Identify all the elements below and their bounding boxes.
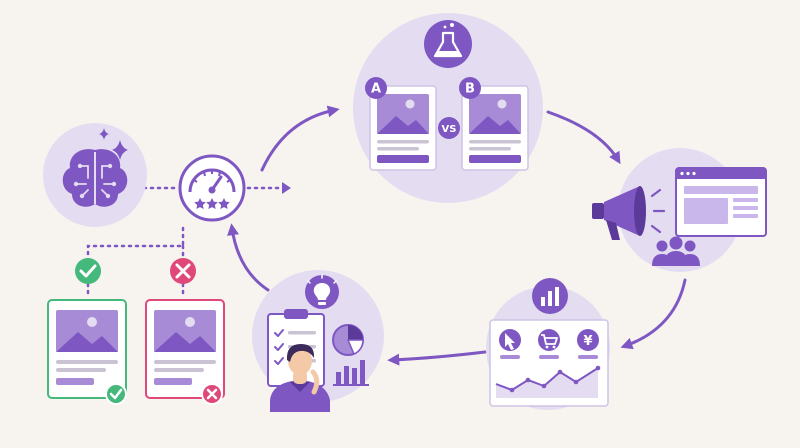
ai-analysis-node [43, 123, 147, 227]
star-icon [218, 198, 230, 209]
variant-a-badge-circle [365, 77, 387, 99]
variant-b-card [461, 85, 529, 171]
cross-icon [201, 383, 223, 405]
ai-brain-icon [62, 149, 128, 207]
yen-icon: ¥ [577, 329, 599, 351]
ab-test-node: A B VS [353, 13, 543, 203]
star-icon [194, 198, 206, 209]
versus-label: VS [442, 124, 457, 135]
pie-chart-icon [332, 324, 364, 356]
image-icon [469, 94, 521, 134]
browser-window-icon [675, 167, 767, 237]
analytics-node: ¥ [486, 278, 610, 410]
review-insights-node [252, 270, 384, 412]
arrow-to-review [387, 350, 487, 366]
bar-chart-icon [333, 360, 369, 386]
versus-badge-circle [438, 117, 460, 139]
rating-gauge-node [178, 154, 246, 222]
variant-a-card [369, 85, 437, 171]
variant-a-badge: A [371, 82, 381, 97]
variant-b-badge-circle [459, 77, 481, 99]
arrow-to-rating [227, 223, 270, 292]
cross-icon [170, 258, 196, 284]
sparkle-icon [99, 128, 109, 140]
variant-b-badge: B [465, 82, 475, 97]
bar-chart-icon [532, 278, 568, 314]
svg-text:¥: ¥ [583, 334, 592, 349]
cursor-icon [499, 329, 521, 351]
flask-icon [424, 20, 472, 68]
image-icon [377, 94, 429, 134]
check-icon [105, 383, 127, 405]
cycle-arrows [227, 105, 687, 366]
sparkle-icon [112, 140, 128, 160]
rejected-variant-card [145, 299, 225, 405]
image-icon [154, 310, 216, 352]
rating-gauge-icon [188, 168, 236, 194]
star-icon [206, 198, 218, 209]
trend-line-chart [495, 365, 601, 398]
analytics-dashboard: ¥ [489, 319, 609, 407]
campaign-launch-node [592, 148, 767, 272]
dotted-arrow-head [282, 182, 291, 194]
approved-variant-card [47, 299, 127, 405]
check-icon [75, 258, 101, 284]
megaphone-icon [592, 186, 666, 240]
audience-icon [652, 236, 700, 266]
analyst-person-icon [270, 344, 330, 412]
arrow-to-campaign [546, 110, 621, 165]
arrow-to-analytics [620, 278, 687, 350]
shopping-cart-icon [538, 329, 560, 351]
image-icon [56, 310, 118, 352]
arrow-to-ab-test [260, 105, 340, 172]
lightbulb-icon [305, 274, 339, 309]
